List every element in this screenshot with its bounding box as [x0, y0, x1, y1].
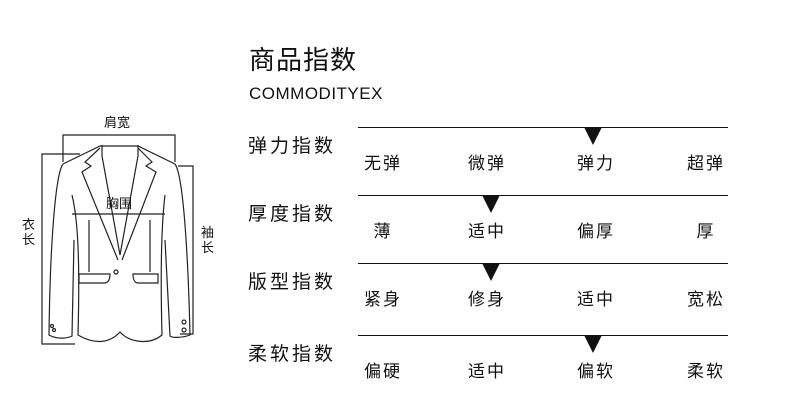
- index-option: 超弹: [687, 154, 725, 174]
- index-option: 弹力: [577, 154, 615, 174]
- page-subtitle: COMMODITYEX: [249, 84, 383, 103]
- selected-marker-icon: [482, 195, 500, 213]
- index-option: 微弹: [468, 154, 506, 174]
- length-label-char: 衣: [22, 218, 36, 233]
- index-option: 薄: [373, 222, 393, 242]
- index-option: 无弹: [364, 154, 402, 174]
- sleeve-length-label: 袖 长: [201, 226, 215, 256]
- index-scale-line: [358, 335, 728, 336]
- index-row: 弹力指数无弹 微弹 弹力 超弹: [248, 127, 728, 187]
- jacket-size-diagram: 肩宽 胸围 衣 长 袖 长: [0, 100, 240, 360]
- index-option: 适中: [468, 362, 506, 382]
- index-option: 偏硬: [364, 362, 402, 382]
- index-option: 修身: [468, 290, 506, 310]
- shoulder-width-label: 肩宽: [104, 116, 131, 131]
- index-option: 适中: [468, 222, 506, 242]
- index-option: 紧身: [364, 290, 402, 310]
- index-option: 偏软: [577, 362, 615, 382]
- page-title: 商品指数: [249, 46, 358, 76]
- index-name: 弹力指数: [248, 135, 337, 157]
- index-option: 厚: [696, 222, 716, 242]
- chest-label: 胸围: [106, 197, 133, 212]
- index-row: 柔软指数偏硬 适中 偏软 柔软: [248, 335, 728, 395]
- selected-marker-icon: [482, 263, 500, 281]
- jacket-outline-icon: [41, 134, 194, 345]
- index-scale-line: [358, 195, 728, 196]
- index-name: 版型指数: [248, 271, 337, 293]
- index-option: 偏厚: [577, 222, 615, 242]
- index-row: 厚度指数薄 适中 偏厚 厚: [248, 195, 728, 255]
- length-label: 衣 长: [22, 218, 36, 248]
- index-scale-line: [358, 263, 728, 264]
- index-row: 版型指数紧身 修身 适中 宽松: [248, 263, 728, 323]
- index-name: 柔软指数: [248, 343, 337, 365]
- index-name: 厚度指数: [248, 203, 337, 225]
- selected-marker-icon: [584, 127, 602, 145]
- index-option: 柔软: [687, 362, 725, 382]
- selected-marker-icon: [584, 335, 602, 353]
- sleeve-label-char: 长: [201, 241, 215, 256]
- index-option: 适中: [577, 290, 615, 310]
- index-option: 宽松: [687, 290, 725, 310]
- length-label-char: 长: [22, 233, 36, 248]
- index-scale-line: [358, 127, 728, 128]
- sleeve-label-char: 袖: [201, 226, 215, 241]
